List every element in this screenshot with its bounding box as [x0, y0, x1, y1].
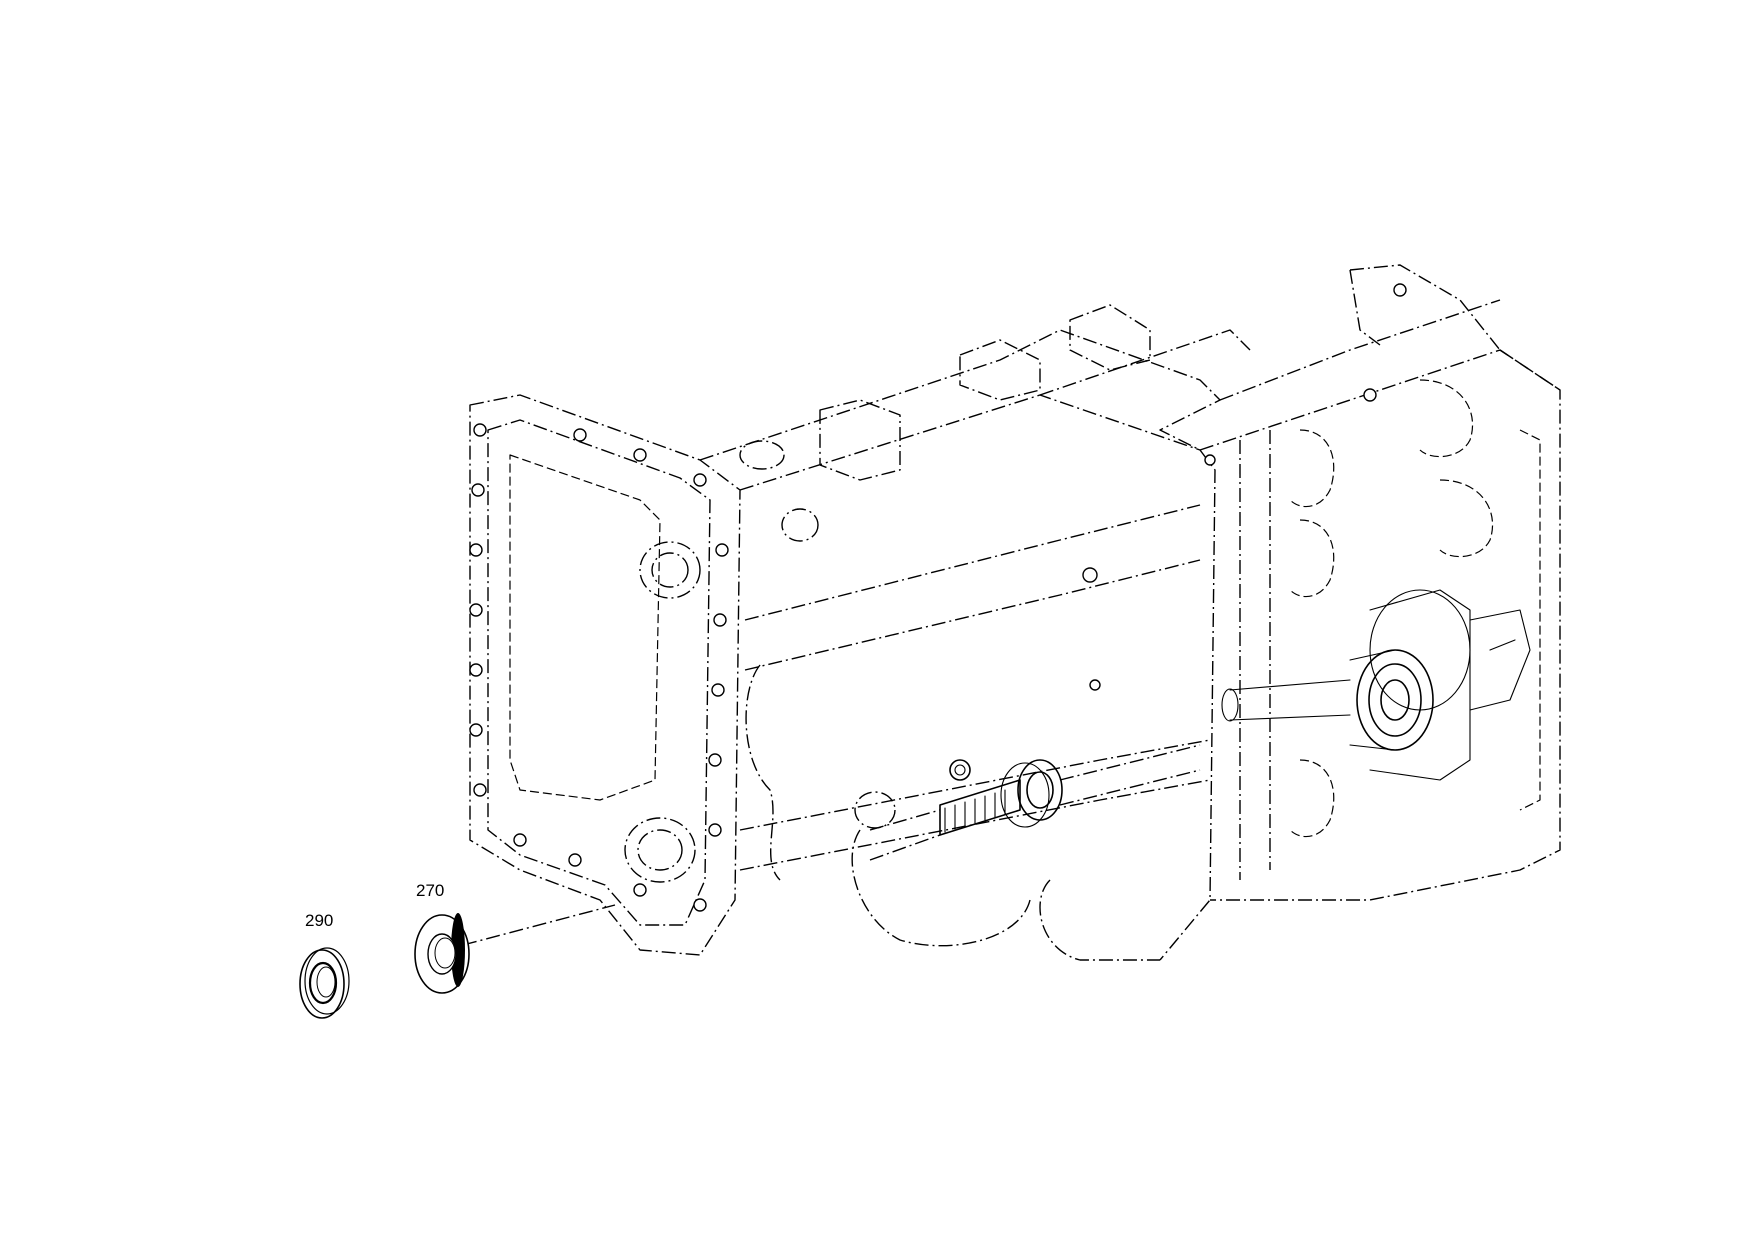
input-shaft [854, 744, 1201, 861]
callout-270: 270 [416, 881, 445, 900]
gear-cluster [1221, 589, 1531, 781]
transmission-housing [469, 264, 1561, 961]
part-290-ring [299, 947, 350, 1019]
part-270-seal [414, 913, 470, 994]
explode-axis-line [462, 904, 616, 946]
callout-290: 290 [305, 911, 334, 930]
flange-bolt-holes [469, 423, 729, 912]
